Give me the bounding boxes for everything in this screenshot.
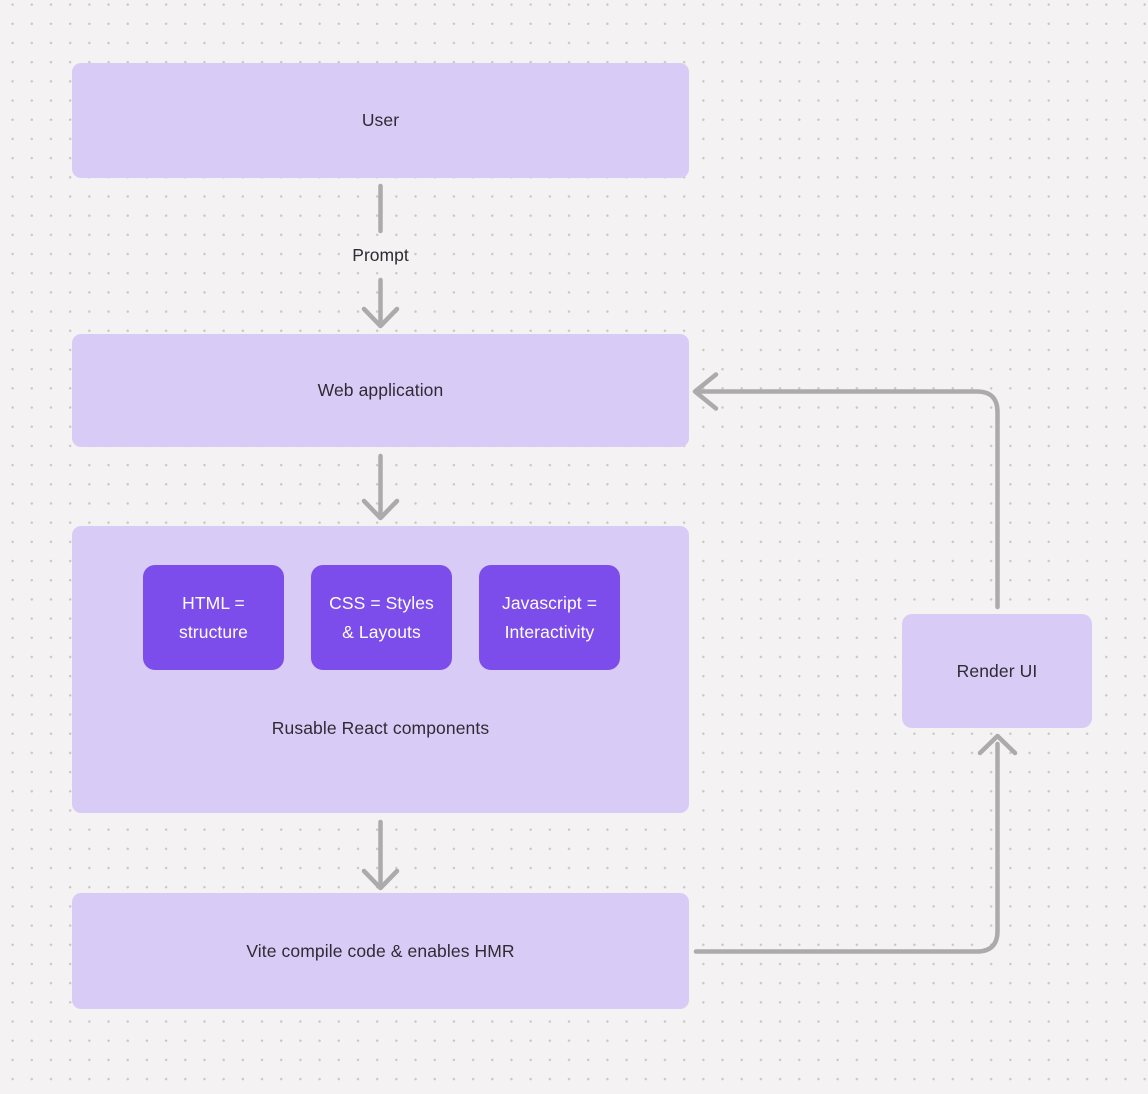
subnode-javascript-line1: Javascript =	[501, 592, 598, 613]
subnode-javascript-line2: Interactivity	[504, 621, 595, 642]
arrowhead-down-webapp	[361, 306, 400, 329]
node-user-label: User	[361, 110, 400, 130]
edge-label-prompt: Prompt	[352, 245, 409, 265]
subnode-html-line2: structure	[179, 621, 248, 642]
subnode-javascript[interactable]: Javascript = Interactivity	[479, 565, 620, 670]
arrowhead-down-vite	[361, 868, 400, 891]
node-vite[interactable]: Vite compile code & enables HMR	[72, 893, 689, 1009]
subnode-css[interactable]: CSS = Styles & Layouts	[311, 565, 452, 670]
node-render-ui-label: Render UI	[956, 660, 1038, 681]
react-components-caption: Rusable React components	[271, 718, 490, 738]
node-web-application-label: Web application	[317, 380, 444, 400]
node-render-ui[interactable]: Render UI	[902, 614, 1092, 728]
subnode-css-line1: CSS = Styles	[329, 592, 434, 613]
arrow-vite-to-renderui	[693, 741, 1000, 954]
arrowhead-up-renderui	[977, 733, 1018, 756]
subnode-css-line2: & Layouts	[342, 621, 421, 642]
arrow-renderui-to-webapp	[696, 389, 1000, 610]
arrowhead-down-components	[361, 498, 400, 521]
node-web-application[interactable]: Web application	[72, 334, 689, 447]
subnode-html[interactable]: HTML = structure	[143, 565, 284, 670]
node-user[interactable]: User	[72, 63, 689, 178]
node-vite-label: Vite compile code & enables HMR	[246, 940, 515, 961]
subnode-html-line1: HTML =	[182, 592, 245, 613]
node-react-components-group[interactable]: HTML = structure CSS = Styles & Layouts …	[72, 526, 689, 813]
arrowhead-left-webapp	[692, 372, 719, 411]
